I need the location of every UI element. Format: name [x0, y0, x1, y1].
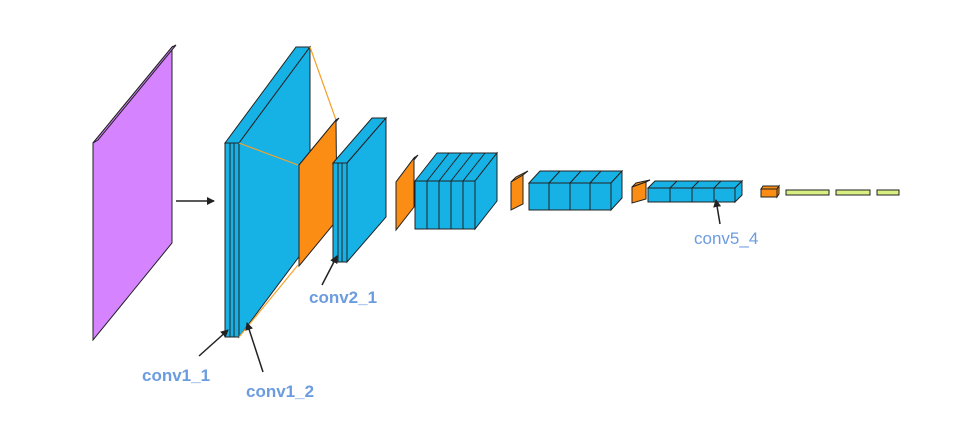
pool1-block [298, 117, 340, 268]
label-conv5_4: conv5_4 [694, 229, 758, 248]
conv1-block [224, 45, 311, 339]
conv3-block [413, 151, 499, 231]
conv5-divider [713, 180, 722, 202]
fc-layer-1 [785, 189, 830, 196]
conv4-divider [569, 170, 582, 210]
fc-layer-2 [835, 189, 871, 196]
pool4-block [631, 179, 651, 204]
conv5-divider [669, 180, 678, 202]
conv3-side [474, 151, 498, 231]
projection-line [309, 46, 337, 121]
conv5-block [646, 179, 744, 204]
conv3-front [414, 180, 476, 230]
label-conv1_1: conv1_1 [142, 366, 210, 385]
pool4-side [631, 181, 647, 204]
pool5-front [760, 188, 778, 198]
conv2_1-pointer [321, 255, 338, 286]
conv3-divider [450, 152, 474, 229]
input-front [92, 45, 173, 342]
conv2-front [332, 162, 348, 263]
pool2-block [395, 154, 419, 232]
fc-layer-3 [876, 189, 900, 196]
conv1-front [224, 142, 240, 338]
pool5-side [776, 184, 780, 199]
fc-layers [785, 189, 900, 196]
conv4-divider [589, 170, 602, 210]
conv5-side [734, 179, 743, 204]
input-top [92, 44, 177, 144]
conv1_1-pointer [198, 329, 229, 357]
pool3-side [510, 174, 524, 211]
pool3-block [510, 170, 529, 211]
projection-line [238, 142, 299, 166]
conv4-divider [548, 170, 561, 210]
label-conv1_2: conv1_2 [246, 382, 314, 401]
conv3-divider [462, 152, 486, 229]
input-layer [92, 44, 177, 342]
pool5-block [760, 184, 780, 199]
conv4-side [610, 169, 623, 212]
conv1_2-pointer [245, 322, 264, 373]
label-conv2_1: conv2_1 [309, 288, 377, 307]
conv5-divider [691, 180, 700, 202]
conv2-side [346, 116, 387, 264]
conv2-block [331, 116, 388, 264]
conv5_4-pointer [713, 199, 722, 225]
conv3-divider [438, 152, 462, 229]
conv3-divider [426, 152, 450, 229]
conv4-block [527, 169, 624, 212]
pool2-side [395, 156, 415, 232]
